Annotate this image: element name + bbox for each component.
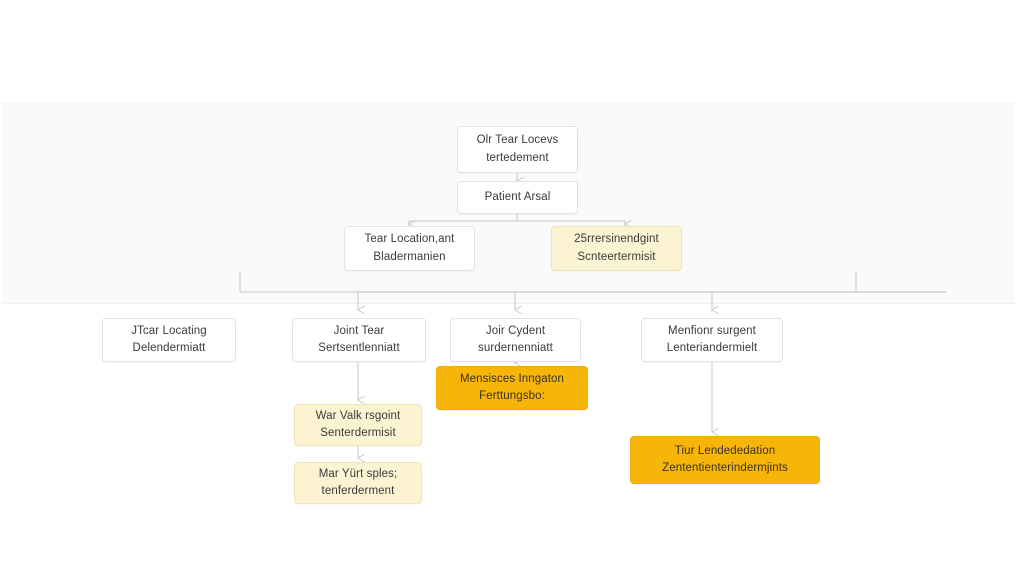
node-line: JTcar Locating (131, 324, 207, 337)
node-tiur-lendededation[interactable]: Tiur Lendededation Zententienterindermji… (630, 436, 820, 484)
node-line: Menfionr surgent (668, 324, 756, 337)
node-tear-location-ant[interactable]: Tear Location,ant Bladermanien (344, 226, 475, 271)
node-line: Lenteriandermielt (666, 342, 758, 354)
node-war-valk-rsgoint[interactable]: War Valk rsgoint Senterdermisit (294, 404, 422, 446)
node-joir-cydent[interactable]: Joir Cydent surdernenniatt (450, 318, 581, 362)
node-line: Joint Tear (333, 324, 385, 337)
node-line: Scnteertermisit (577, 250, 656, 263)
node-line: Olr Tear Locevs (476, 134, 559, 147)
node-menfionr-surgent[interactable]: Menfionr surgent Lenteriandermielt (641, 318, 783, 362)
node-line: Tear Location,ant (364, 233, 455, 246)
node-line: Zententienterindermjints (662, 462, 788, 474)
node-mar-yuert-sples[interactable]: Mar Yürt sples; tenferderment (294, 462, 422, 504)
node-line: Patient Arsal (484, 190, 551, 203)
node-line: Delendermiatt (132, 342, 206, 354)
node-line: Joir Cydent (485, 324, 546, 337)
node-line: Sertsentlenniatt (318, 342, 400, 354)
node-mensisces-inngaton[interactable]: Mensisces Inngaton Ferttungsbo: (436, 366, 588, 410)
node-line: Mar Yürt sples; (318, 467, 398, 480)
node-line: Mensisces Inngaton (459, 372, 565, 385)
edge-n2-split (408, 214, 626, 226)
node-line: War Valk rsgoint (315, 409, 401, 422)
node-line: Bladermanien (373, 250, 446, 263)
node-line: Tiur Lendededation (674, 444, 776, 457)
node-line: 25rrersinendgint (574, 233, 659, 246)
node-line: surdernenniatt (478, 342, 553, 354)
node-patient-arsal[interactable]: Patient Arsal (457, 181, 578, 214)
node-line: tenferderment (321, 485, 395, 497)
node-25rrersinendgint[interactable]: 25rrersinendgint Scnteertermisit (551, 226, 682, 271)
node-jtcar-locating[interactable]: JTcar Locating Delendermiatt (102, 318, 236, 362)
node-joint-tear[interactable]: Joint Tear Sertsentlenniatt (292, 318, 426, 362)
node-line: Ferttungsbo: (479, 390, 545, 402)
node-line: Senterdermisit (320, 427, 396, 439)
node-line: tertedement (486, 151, 549, 164)
node-olr-tear-locevs[interactable]: Olr Tear Locevs tertedement (457, 126, 578, 173)
